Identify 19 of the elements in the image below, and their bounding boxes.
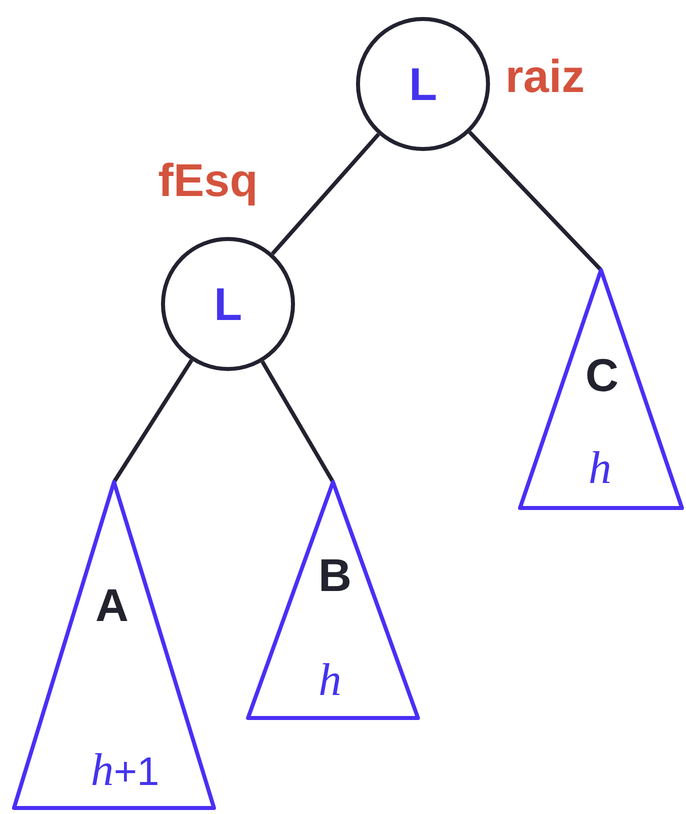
subtree-triangle (12, 480, 216, 810)
tree-edge (468, 130, 602, 272)
tree-node-circle (161, 237, 295, 371)
height-label: h (318, 657, 342, 703)
node-letter: C (585, 352, 619, 398)
subtree-triangle (246, 480, 420, 720)
subtree-triangle (518, 268, 684, 510)
pointer-label: fEsq (158, 157, 258, 203)
tree-edge (112, 359, 194, 484)
tree-edge (260, 360, 335, 484)
tree-node-circle (356, 17, 490, 151)
pointer-label: raiz (505, 53, 585, 99)
height-label: h (588, 445, 612, 491)
node-letter: L (214, 281, 242, 327)
node-letter: B (318, 552, 352, 598)
height-label: h+1 (90, 747, 160, 793)
node-letter: A (95, 582, 129, 628)
node-letter: L (408, 61, 438, 107)
tree-edge (270, 132, 380, 256)
